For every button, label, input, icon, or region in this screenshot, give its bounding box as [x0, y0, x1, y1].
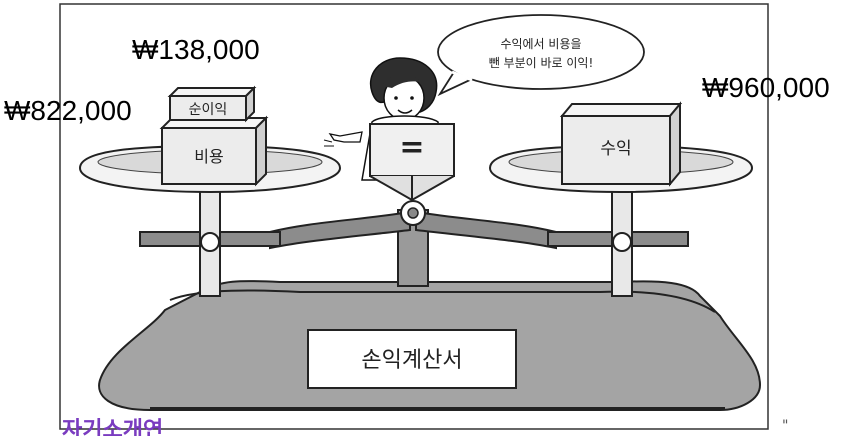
right-beam: [415, 210, 557, 250]
revenue-box: 수익: [559, 101, 683, 187]
statement-plate: [307, 329, 517, 389]
teacher-hair-front: [382, 74, 424, 88]
statement-label: 손익계산서: [361, 348, 462, 373]
left-beam: [269, 210, 411, 250]
left-joint: [200, 232, 220, 252]
revenue-amount: ₩960,000: [702, 72, 830, 103]
expense-box-label: 비용: [194, 147, 223, 166]
net-income-box-label: 순이익: [189, 102, 228, 118]
corner-mark: ": [782, 418, 789, 434]
pivot-center: [407, 207, 419, 219]
expense-box: 비용: [159, 115, 269, 187]
net-income-box: 순이익: [167, 85, 257, 123]
net-income-amount: ₩138,000: [132, 34, 260, 65]
speech-line-1: 수익에서 비용을: [500, 37, 581, 51]
revenue-box-label: 수익: [600, 139, 631, 159]
speech-bubble: 수익에서 비용을 뺀 부분이 바로 이익!: [437, 14, 645, 97]
pointing-hand: [328, 131, 363, 143]
equals-sign: =: [399, 130, 424, 165]
speech-line-2: 뺀 부분이 바로 이익!: [489, 56, 594, 70]
expense-amount: ₩822,000: [4, 95, 132, 126]
cut-off-heading: 자기소개연: [62, 418, 164, 436]
right-joint: [612, 232, 632, 252]
